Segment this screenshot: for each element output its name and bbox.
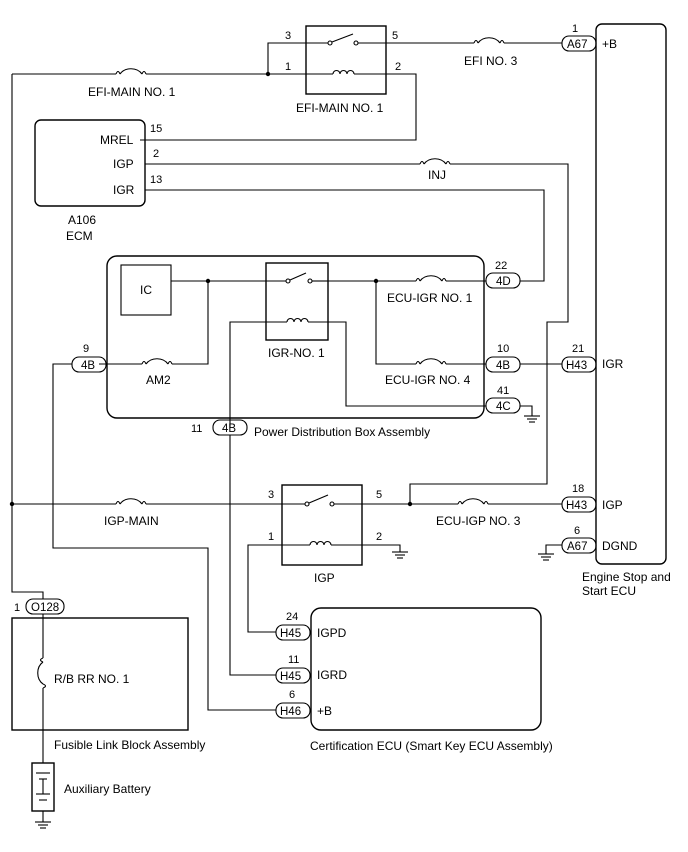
pin-label: 2 bbox=[395, 61, 401, 73]
ic-block bbox=[120, 264, 172, 316]
ecu-label-line2: Start ECU bbox=[582, 584, 636, 598]
pin-label: 11 bbox=[191, 423, 202, 435]
igp-main-fuse-label: IGP-MAIN bbox=[104, 514, 159, 528]
efi-main-relay: 3 5 1 2 EFI-MAIN NO. 1 bbox=[285, 25, 401, 115]
ecu-igp-no3-label: ECU-IGP NO. 3 bbox=[436, 514, 521, 528]
pin-label: 10 bbox=[497, 343, 509, 355]
pin-label: 21 bbox=[572, 343, 584, 355]
connector-4b-left: 4B 9 bbox=[71, 343, 107, 373]
inj-fuse-label: INJ bbox=[428, 168, 446, 182]
certification-ecu: IGPD IGRD +B Certification ECU (Smart Ke… bbox=[310, 607, 553, 753]
pin-label: 9 bbox=[83, 343, 89, 355]
connector-label: A67 bbox=[567, 541, 587, 553]
pin-label: 1 bbox=[572, 23, 578, 35]
ecm-name: ECM bbox=[66, 229, 93, 243]
ground-symbol bbox=[392, 551, 408, 559]
pin-label: 6 bbox=[289, 689, 295, 701]
ecu-igr-no1-label: ECU-IGR NO. 1 bbox=[387, 291, 473, 305]
pin-label: 3 bbox=[285, 30, 291, 42]
connector-a67-b: A67 1 bbox=[561, 23, 597, 52]
connector-label: H45 bbox=[280, 628, 301, 640]
ecm: MREL IGP IGR 15 2 13 A106 ECM bbox=[34, 119, 162, 243]
power-distribution-box: IC AM2 IGR-NO. 1 ECU-IGR NO. 1 ECU bbox=[99, 255, 486, 428]
connector-label: A67 bbox=[567, 39, 587, 51]
connector-4b-bottom: 4B 11 bbox=[191, 419, 248, 436]
cert-pin-igpd: IGPD bbox=[317, 626, 347, 640]
connector-label: 4B bbox=[81, 360, 95, 372]
efi-main-relay-label: EFI-MAIN NO. 1 bbox=[296, 101, 384, 115]
pin-label: 13 bbox=[150, 174, 162, 186]
efi-main-fuse-label: EFI-MAIN NO. 1 bbox=[88, 85, 176, 99]
ic-label: IC bbox=[140, 283, 152, 297]
ecm-pin-igr: IGR bbox=[113, 183, 135, 197]
ecm-pin-igp: IGP bbox=[113, 157, 134, 171]
pin-label: 1 bbox=[285, 61, 291, 73]
connector-h45-igrd: H45 11 bbox=[275, 654, 311, 684]
connector-o128: O128 1 bbox=[14, 598, 65, 615]
rb-rr-fuse-label: R/B RR NO. 1 bbox=[54, 672, 130, 686]
connector-h43-igr: H43 21 bbox=[561, 343, 597, 373]
cert-pin-igrd: IGRD bbox=[317, 668, 347, 682]
cert-ecu-label: Certification ECU (Smart Key ECU Assembl… bbox=[310, 739, 553, 753]
igp-relay: 3 5 1 2 IGP bbox=[268, 484, 382, 585]
fusible-link-label: Fusible Link Block Assembly bbox=[54, 738, 205, 752]
ecu-pin-igr: IGR bbox=[602, 357, 624, 371]
engine-stop-start-ecu: +B IGR IGP DGND Engine Stop and Start EC… bbox=[582, 23, 671, 598]
connector-label: H43 bbox=[566, 360, 587, 372]
auxiliary-battery: Auxiliary Battery bbox=[31, 762, 151, 829]
ecu-pin-b: +B bbox=[602, 37, 617, 51]
connector-label: H43 bbox=[566, 500, 587, 512]
connector-label: 4B bbox=[496, 360, 510, 372]
connector-4b-right: 4B 10 bbox=[485, 343, 521, 373]
am2-fuse-label: AM2 bbox=[146, 373, 171, 387]
ecm-code: A106 bbox=[68, 213, 96, 227]
ecu-label-line1: Engine Stop and bbox=[582, 570, 671, 584]
connector-h46: H46 6 bbox=[275, 689, 311, 719]
connector-label: O128 bbox=[31, 602, 59, 614]
connector-4d: 4D 22 bbox=[485, 260, 521, 289]
connector-label: H46 bbox=[280, 706, 301, 718]
ecu-pin-dgnd: DGND bbox=[602, 539, 638, 553]
pin-label: 3 bbox=[268, 489, 274, 501]
ecu-igr-no4-label: ECU-IGR NO. 4 bbox=[385, 373, 471, 387]
pin-label: 22 bbox=[495, 260, 507, 272]
pin-label: 2 bbox=[376, 531, 382, 543]
fusible-link-block: R/B RR NO. 1 bbox=[11, 614, 189, 763]
pdb-label: Power Distribution Box Assembly bbox=[254, 425, 430, 439]
igp-relay-label: IGP bbox=[314, 571, 335, 585]
ecm-pin-mrel: MREL bbox=[100, 133, 134, 147]
connector-label: H45 bbox=[280, 671, 301, 683]
pin-label: 18 bbox=[572, 483, 584, 495]
pin-label: 41 bbox=[497, 385, 509, 397]
connector-h43-igp: H43 18 bbox=[561, 483, 597, 513]
connector-label: 4D bbox=[496, 276, 511, 288]
pin-label: 11 bbox=[288, 654, 299, 666]
pin-label: 5 bbox=[392, 30, 398, 42]
pin-label: 1 bbox=[14, 602, 20, 614]
battery-label: Auxiliary Battery bbox=[64, 782, 151, 796]
connector-label: 4C bbox=[496, 401, 511, 413]
igr-relay-label: IGR-NO. 1 bbox=[268, 346, 325, 360]
cert-pin-b: +B bbox=[317, 704, 332, 718]
ground-symbol bbox=[538, 553, 554, 561]
connector-4c: 4C 41 bbox=[485, 385, 521, 414]
pin-label: 1 bbox=[268, 531, 274, 543]
pin-label: 24 bbox=[286, 611, 298, 623]
pin-label: 15 bbox=[150, 123, 162, 135]
pin-label: 5 bbox=[376, 489, 382, 501]
ecu-pin-igp: IGP bbox=[602, 498, 623, 512]
ground-symbol bbox=[524, 415, 540, 423]
connector-a67-dgnd: A67 6 bbox=[561, 525, 597, 554]
connector-h45-igpd: H45 24 bbox=[275, 611, 311, 641]
pin-label: 2 bbox=[153, 148, 159, 160]
connector-label: 4B bbox=[222, 423, 236, 435]
efi-no3-fuse-label: EFI NO. 3 bbox=[464, 54, 518, 68]
pin-label: 6 bbox=[574, 525, 580, 537]
